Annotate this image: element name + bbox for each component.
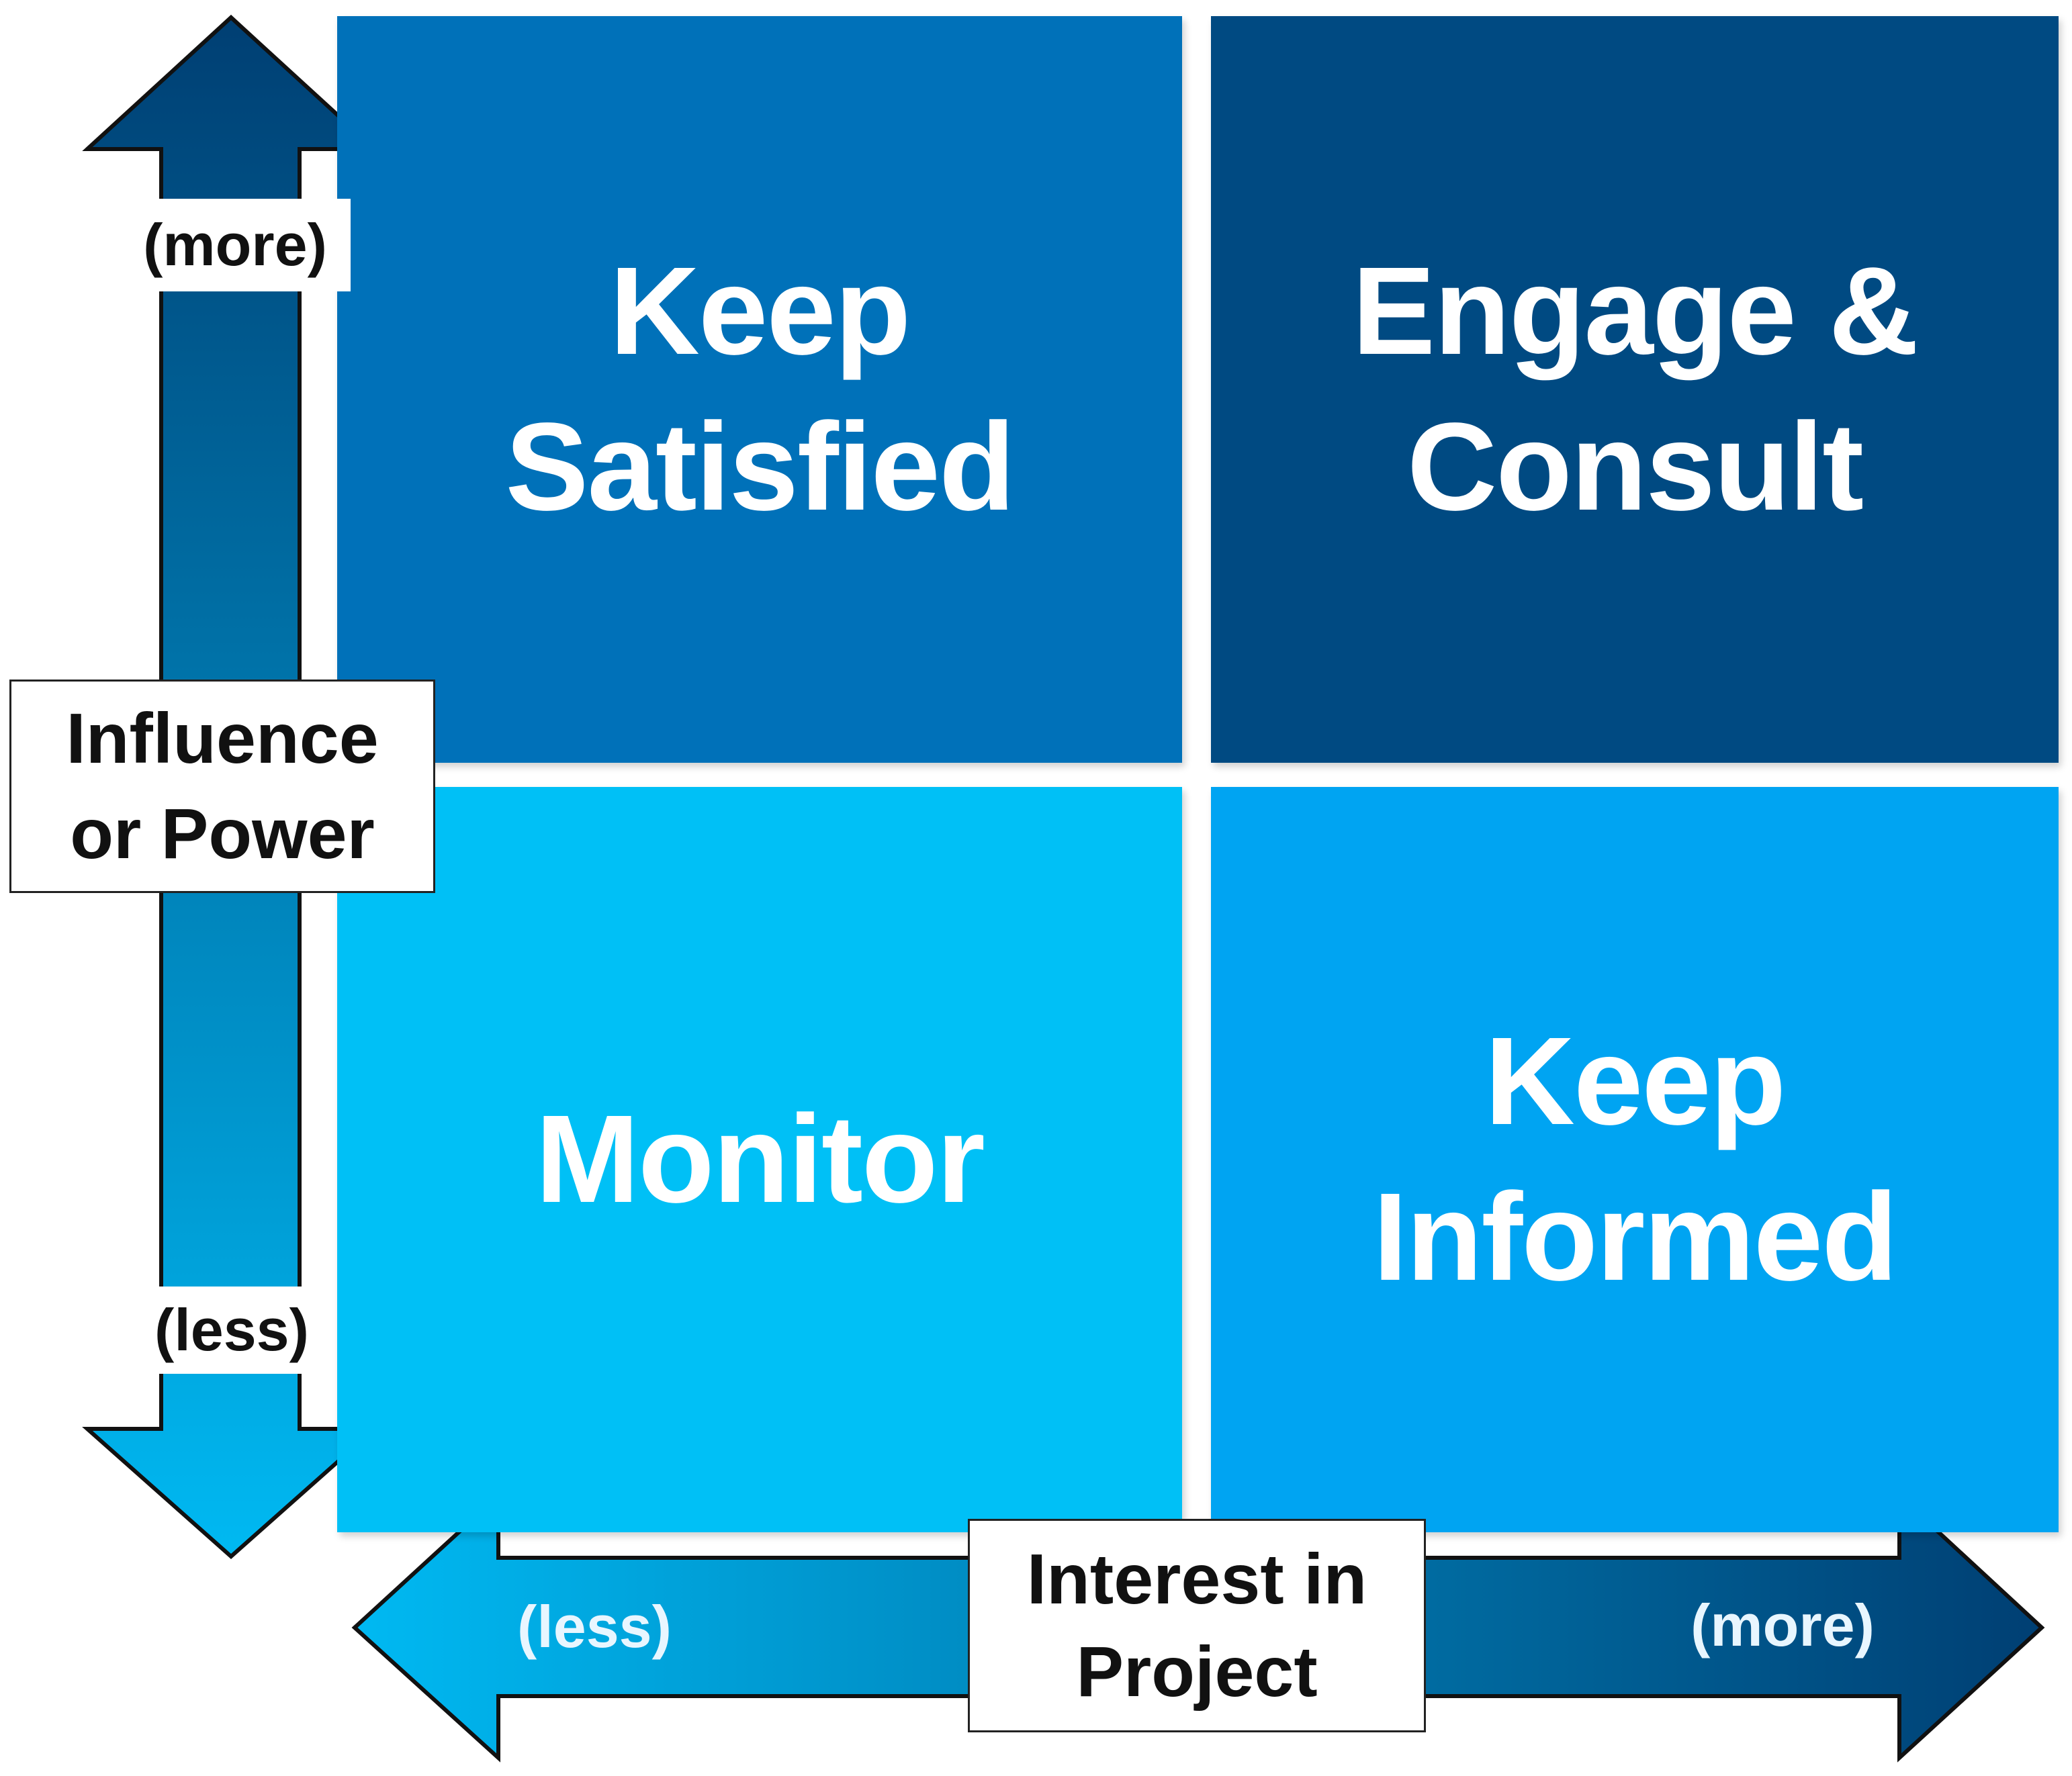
y-axis-label: Influence or Power <box>9 680 435 893</box>
quadrant-keep-satisfied: Keep Satisfied <box>337 16 1182 763</box>
y-axis-label-line2: or Power <box>70 794 375 874</box>
quadrant-label-line1: Monitor <box>535 1090 985 1229</box>
quadrant-label-line1: Engage & <box>1352 242 1919 381</box>
quadrant-label-line2: Satisfied <box>505 398 1015 536</box>
quadrant-engage-consult: Engage & Consult <box>1211 16 2059 763</box>
quadrant-label-line2: Informed <box>1373 1168 1898 1307</box>
x-axis-high-tag: (more) <box>1691 1592 1875 1658</box>
quadrant-label-line2: Consult <box>1406 398 1864 536</box>
y-axis-label-line1: Influence <box>66 699 379 778</box>
quadrant-label-line1: Keep <box>609 242 911 381</box>
y-axis-high-tag: (more) <box>120 199 351 291</box>
quadrant-keep-informed: Keep Informed <box>1211 787 2059 1532</box>
x-axis-label-line2: Project <box>1076 1632 1318 1712</box>
x-axis-label: Interest in Project <box>968 1519 1426 1732</box>
y-axis-low-tag: (less) <box>137 1287 326 1374</box>
x-axis-low-tag: (less) <box>517 1593 672 1660</box>
x-axis-label-line1: Interest in <box>1026 1540 1367 1619</box>
quadrant-monitor: Monitor <box>337 787 1182 1532</box>
quadrant-label-line1: Keep <box>1484 1012 1787 1151</box>
